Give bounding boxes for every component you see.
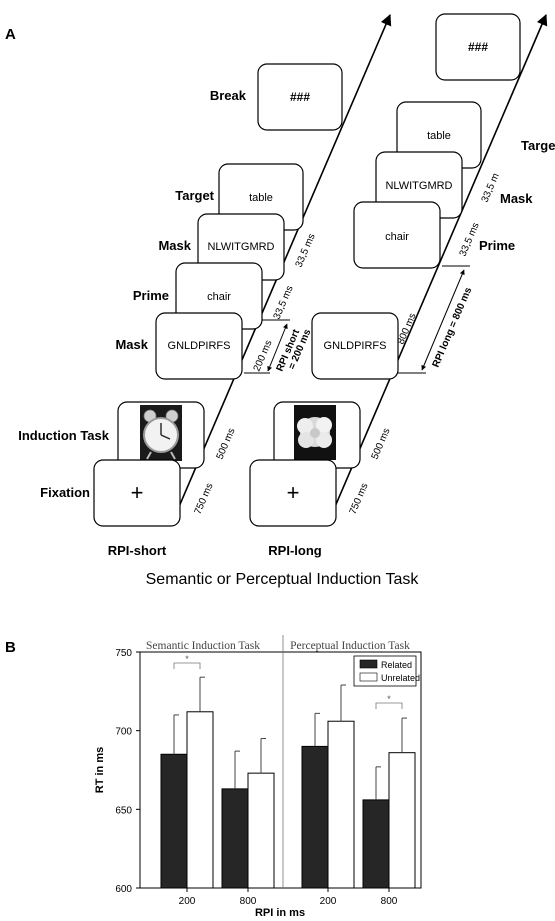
legend: Related Unrelated [353, 655, 420, 687]
stage-label-prime: Prime [133, 288, 169, 303]
significance-bracket-1 [375, 702, 403, 709]
stage-label-break: Break [210, 88, 247, 103]
bar-unrelated-2 [327, 720, 355, 889]
significance-bracket-0 [173, 662, 201, 669]
mask1-screen-long [311, 312, 399, 380]
duration-induction-short: 500 ms [215, 427, 238, 461]
alarm-clock-icon [140, 405, 182, 461]
chart-marks: 600 650 700 750 200 800 200 800 * * [115, 648, 416, 907]
y-tick-label-3: 750 [115, 648, 132, 659]
x-tick-label-2: 200 [320, 896, 337, 907]
stage-label-prime-long: Prime [479, 238, 515, 253]
y-axis-label: RT in ms [94, 747, 106, 793]
group-label-semantic: Semantic Induction Task [146, 640, 260, 652]
stage-label-mask2: Mask [158, 238, 191, 253]
target-text-short: table [249, 192, 273, 204]
x-tick-label-0: 200 [179, 896, 196, 907]
x-tick-label-3: 800 [381, 896, 398, 907]
mask2-text-long: NLWITGMRD [385, 180, 452, 192]
duration-fixation-short: 750 ms [193, 482, 216, 516]
duration-target-long: 33,5 m [480, 172, 502, 204]
duration-target-short: 33,5 ms [294, 232, 318, 269]
legend-swatch-related [359, 659, 378, 669]
stage-label-target: Target [175, 188, 214, 203]
plot-frame [139, 651, 422, 889]
stage-label-target-long: Target [521, 138, 555, 153]
break-screen-short [257, 63, 343, 131]
prime-text-long: chair [385, 231, 409, 243]
bar-related-1 [221, 788, 249, 889]
white-flower-icon [294, 405, 336, 460]
fixation-cross-short: + [131, 480, 144, 505]
break-screen-long [435, 13, 521, 81]
bar-related-2 [301, 745, 329, 889]
y-tick-label-0: 600 [115, 884, 132, 895]
bar-unrelated-3 [388, 752, 416, 889]
y-tick-label-1: 650 [115, 805, 132, 816]
break-text-long: ### [468, 40, 488, 54]
bar-related-3 [362, 799, 390, 889]
rt-bar-chart: Semantic Induction Task Perceptual Induc… [94, 635, 422, 919]
stage-label-induction: Induction Task [18, 428, 110, 443]
fixation-cross-long: + [287, 480, 300, 505]
x-tick-label-1: 800 [240, 896, 257, 907]
legend-label-related: Related [381, 660, 412, 670]
mask1-screen-short [155, 312, 243, 380]
timeline-long-arrow [327, 13, 548, 524]
bar-unrelated-0 [186, 711, 214, 889]
fixation-screen-long [249, 459, 337, 527]
y-tick-label-2: 700 [115, 727, 132, 738]
rpi-long-arrow [421, 269, 465, 371]
target-text-long: table [427, 130, 451, 142]
stage-label-fixation: Fixation [40, 485, 90, 500]
panel-a-caption: Semantic or Perceptual Induction Task [146, 571, 420, 588]
duration-prime-long: 800 ms [396, 312, 419, 346]
significance-star-1: * [387, 694, 391, 704]
mask1-text-long: GNLDPIRFS [324, 340, 387, 352]
duration-prime-short: 200 ms [252, 339, 275, 373]
panel-b-label: B [5, 639, 16, 656]
prime-screen-long [353, 201, 441, 269]
panel-a-label: A [5, 26, 16, 43]
bar-related-0 [160, 753, 188, 889]
rpi-short-arrow [267, 323, 288, 372]
stage-label-mask1: Mask [115, 337, 148, 352]
fixation-screen-short [93, 459, 181, 527]
mask1-text-short: GNLDPIRFS [168, 340, 231, 352]
duration-fixation-long: 750 ms [348, 482, 371, 516]
rpi-long-column-label: RPI-long [268, 543, 321, 558]
duration-mask2-short: 33,5 ms [272, 284, 296, 321]
prime-text-short: chair [207, 291, 231, 303]
bar-unrelated-1 [247, 772, 275, 889]
break-text-short: ### [290, 90, 310, 104]
stage-label-mask-long: Mask [500, 191, 533, 206]
legend-label-unrelated: Unrelated [381, 673, 420, 683]
mask2-text-short: NLWITGMRD [207, 241, 274, 253]
x-axis-label: RPI in ms [255, 907, 305, 919]
rpi-short-column-label: RPI-short [108, 543, 167, 558]
significance-star-0: * [185, 654, 189, 664]
duration-induction-long: 500 ms [370, 427, 393, 461]
group-label-perceptual: Perceptual Induction Task [290, 640, 410, 652]
legend-swatch-unrelated [359, 672, 378, 682]
